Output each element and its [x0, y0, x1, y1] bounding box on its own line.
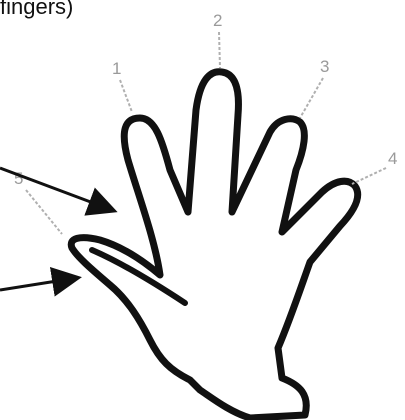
arrow-upper: [0, 168, 112, 210]
leader-2: [219, 32, 220, 68]
leader-5: [26, 190, 62, 234]
leader-1: [120, 80, 132, 112]
leader-4: [352, 168, 386, 184]
finger-label-3: 3: [320, 57, 329, 76]
finger-label-4: 4: [388, 149, 397, 168]
finger-label-2: 2: [213, 11, 222, 30]
finger-label-5: 5: [14, 169, 23, 188]
hand-outline: [71, 72, 357, 418]
arrow-lower: [0, 278, 76, 290]
finger-label-1: 1: [112, 59, 121, 78]
leader-3: [300, 78, 323, 118]
